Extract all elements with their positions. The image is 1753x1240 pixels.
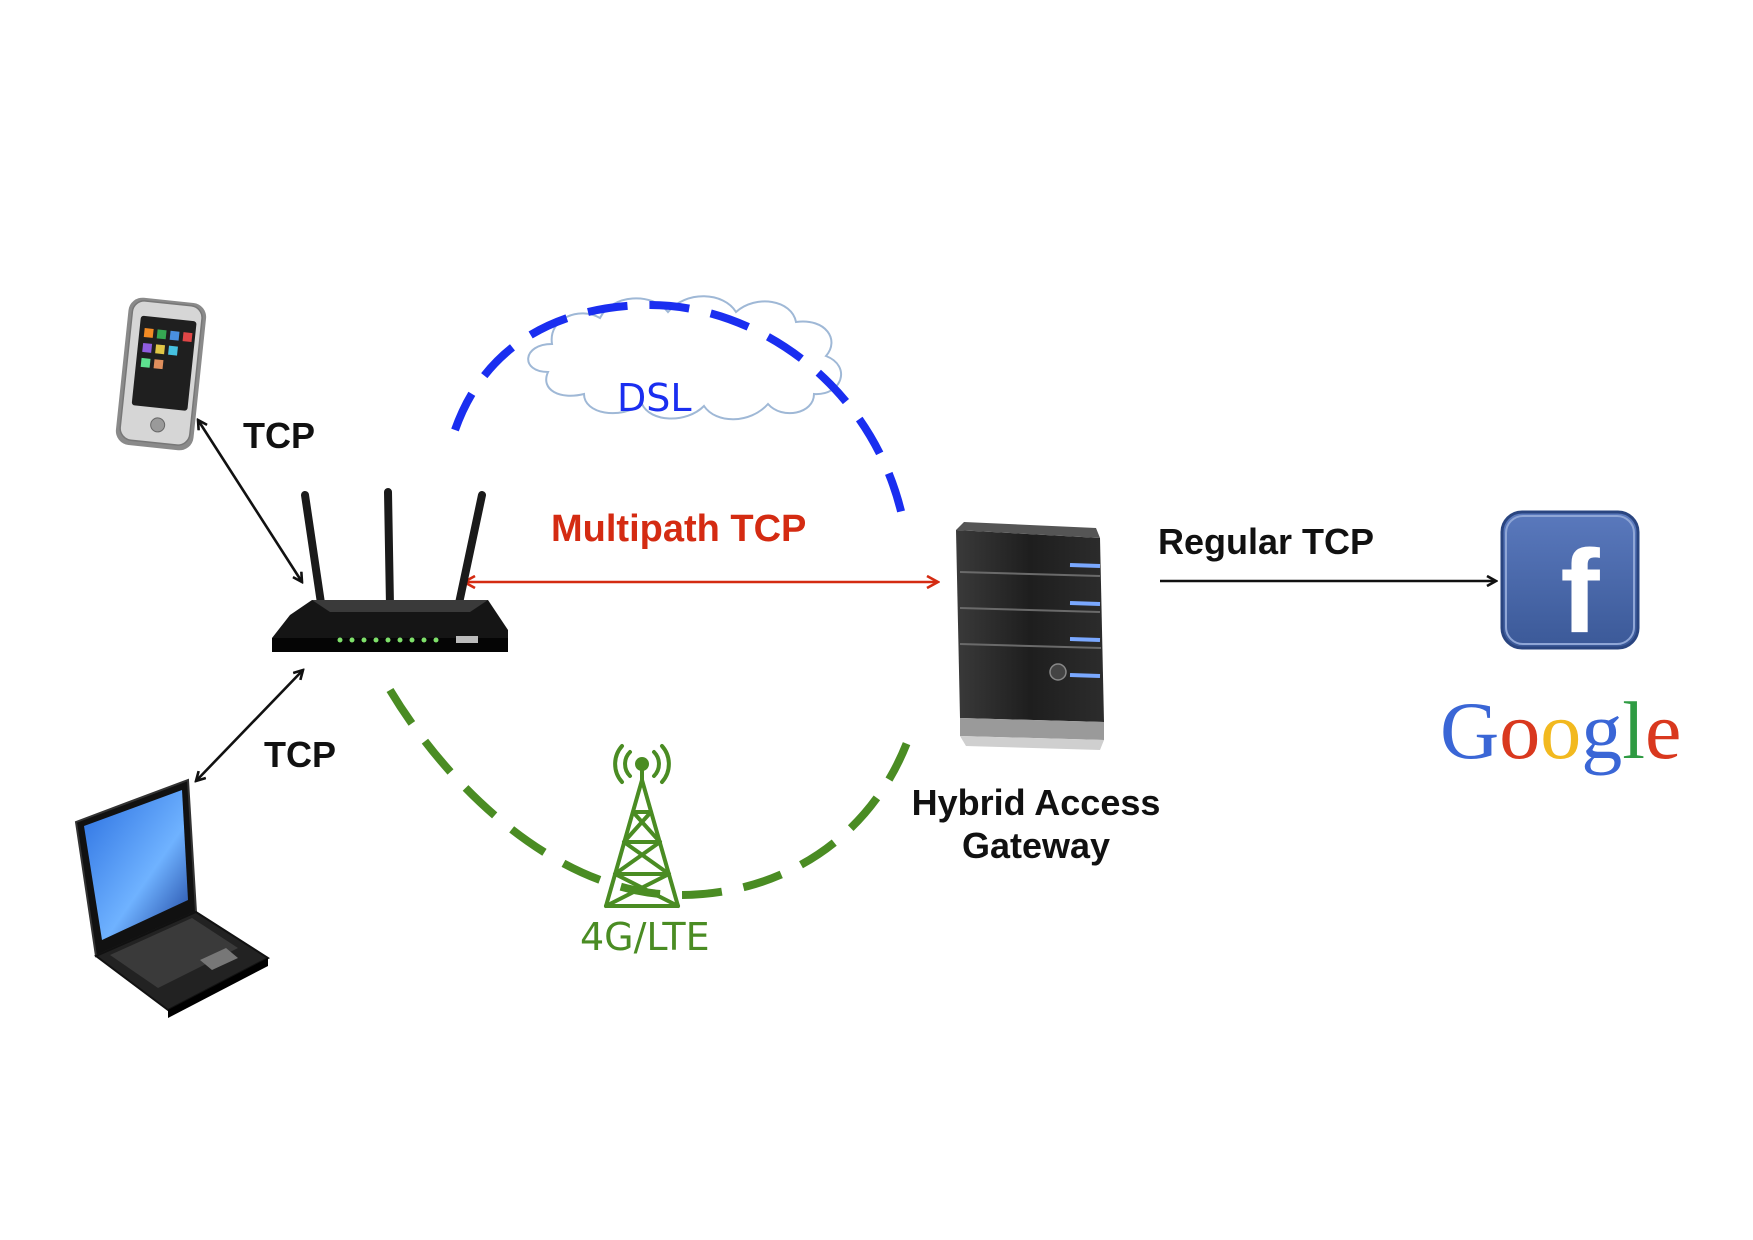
lte-label: 4G/LTE [580, 915, 710, 959]
google-letter-e: e [1645, 685, 1681, 776]
tcp-laptop-label: TCP [264, 734, 336, 775]
google-letter-g2: g [1581, 685, 1622, 776]
phone-router-arrow [198, 420, 302, 582]
dsl-label: DSL [617, 376, 692, 420]
tcp-phone-label: TCP [243, 415, 315, 456]
google-letter-l: l [1622, 685, 1645, 776]
google-letter-o1: o [1499, 685, 1540, 776]
google-letter-o2: o [1540, 685, 1581, 776]
facebook-letter: f [1560, 526, 1600, 658]
gateway-label-line2: Gateway [962, 825, 1110, 866]
regular-tcp-label: Regular TCP [1158, 521, 1374, 562]
server-icon [956, 522, 1104, 750]
laptop-icon [74, 778, 270, 1018]
google-letter-g1: G [1440, 685, 1499, 776]
svg-text:Google: Google [1440, 685, 1681, 776]
facebook-logo: f [1500, 510, 1640, 658]
dsl-link-path [451, 300, 909, 531]
laptop-router-arrow [196, 670, 303, 781]
cloud-icon [527, 295, 843, 421]
gateway-label-line1: Hybrid Access [912, 782, 1161, 823]
multipath-tcp-label: Multipath TCP [551, 508, 806, 550]
smartphone-icon [115, 297, 207, 451]
cell-tower-icon [604, 744, 680, 908]
lte-link-path [386, 687, 912, 900]
google-logo: Google [1440, 685, 1681, 776]
wifi-router-icon [272, 488, 508, 652]
